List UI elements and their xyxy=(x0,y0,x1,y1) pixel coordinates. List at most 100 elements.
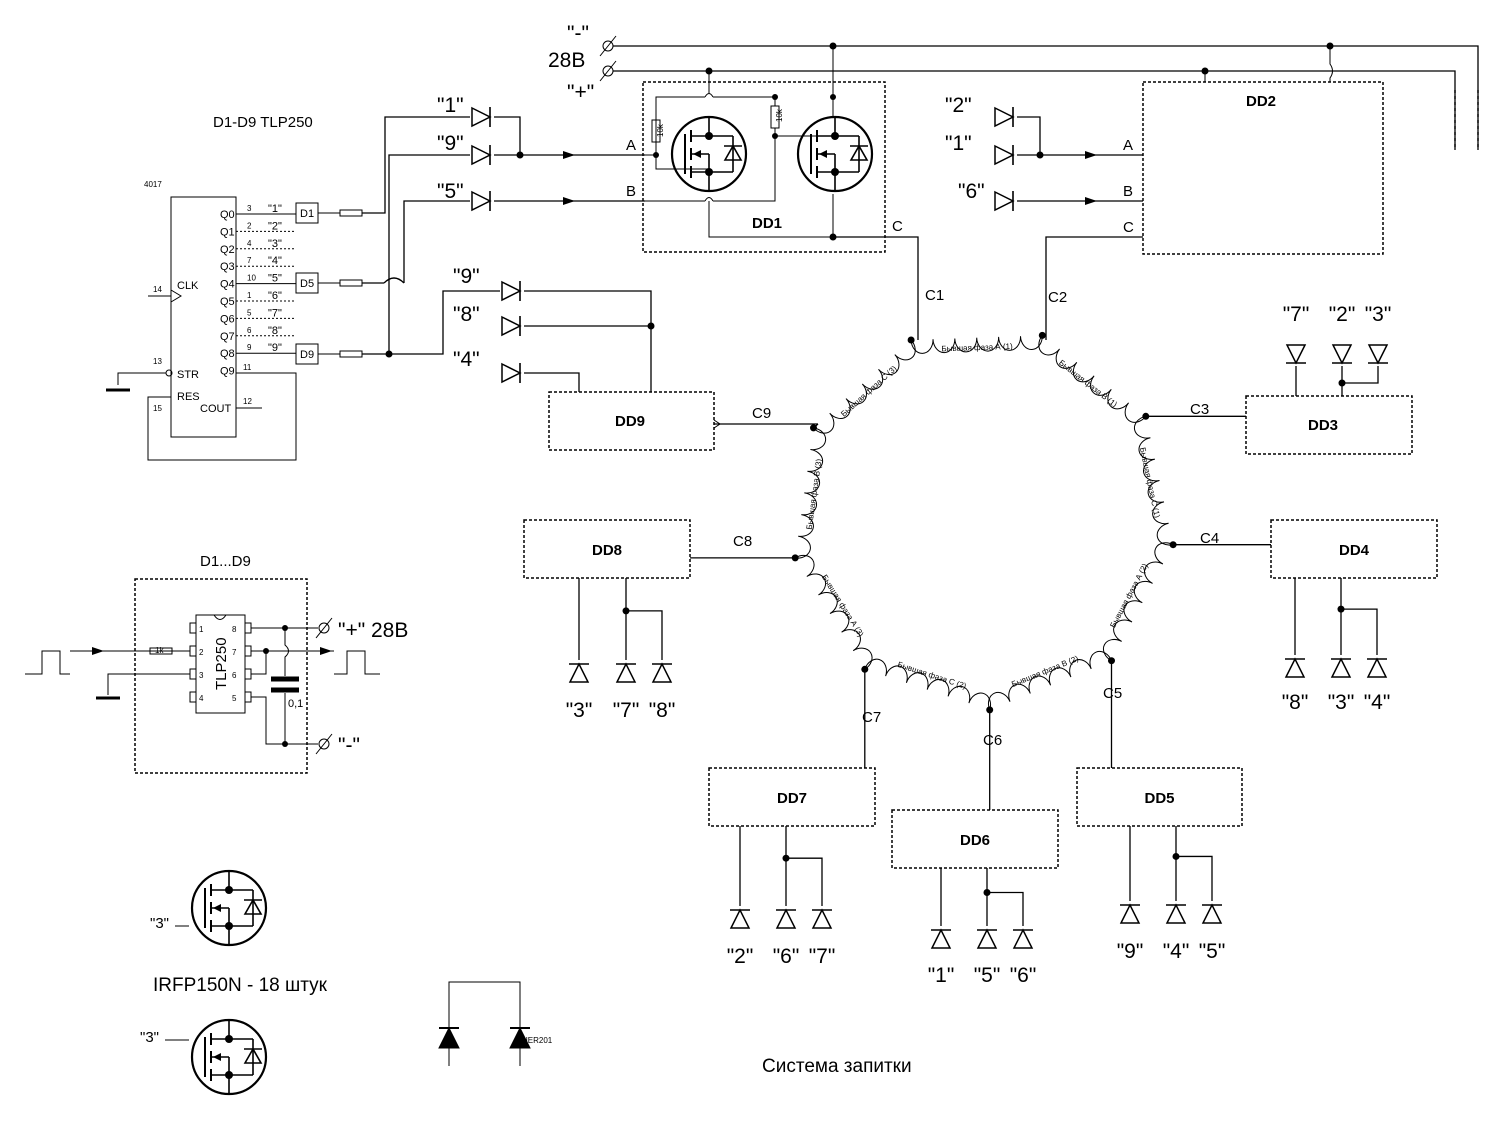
svg-text:11: 11 xyxy=(243,363,252,372)
dd7-name: DD7 xyxy=(777,790,807,807)
winding-label: Бывшая фаза А (2) xyxy=(1108,562,1150,629)
svg-text:"9": "9" xyxy=(1117,940,1144,963)
svg-text:"8": "8" xyxy=(453,303,480,326)
dd2-name: DD2 xyxy=(1246,93,1276,110)
ic-4017-body xyxy=(170,196,237,438)
mosfet-icon xyxy=(190,1018,268,1096)
winding-coil xyxy=(864,658,992,711)
svg-text:5: 5 xyxy=(232,694,237,703)
svg-text:"7": "7" xyxy=(613,699,640,722)
svg-text:C: C xyxy=(1123,219,1134,236)
svg-text:A: A xyxy=(1123,137,1133,154)
rail-minus xyxy=(613,45,1479,150)
svg-text:10k: 10k xyxy=(656,123,665,137)
dd6-box xyxy=(891,809,1059,869)
svg-text:C: C xyxy=(892,218,903,235)
node-label-c8: C8 xyxy=(733,533,752,550)
diode-icon xyxy=(1367,344,1389,364)
cell-dd8: DD8"3""7""8" xyxy=(523,519,691,722)
diode-icon xyxy=(976,929,998,949)
dd3-box xyxy=(1245,395,1413,455)
diode-icon xyxy=(1331,344,1353,364)
svg-text:"7": "7" xyxy=(268,307,282,319)
legend-gate-label-1: "3" xyxy=(150,915,169,932)
mosfet-icon xyxy=(670,115,748,193)
counter-section: D1-D9 TLP250 4017 14 CLK 13 STR RES 15 1… xyxy=(106,114,500,461)
svg-text:"3": "3" xyxy=(1365,303,1392,326)
cell-dd4: DD4"8""3""4" xyxy=(1270,519,1438,714)
legend-gate-label-2: "3" xyxy=(140,1029,159,1046)
svg-text:"4": "4" xyxy=(1163,940,1190,963)
counter-output-1: Q1 xyxy=(220,226,235,238)
svg-text:DD3: DD3 xyxy=(1308,417,1338,434)
svg-text:"9": "9" xyxy=(268,342,282,354)
winding-coil xyxy=(813,339,916,434)
counter-ic-name: 4017 xyxy=(144,180,162,189)
svg-text:"3": "3" xyxy=(268,238,282,250)
winding-coil xyxy=(910,335,1043,354)
diode-icon xyxy=(775,909,797,929)
legend: "3" IRFP150N - 18 штук "3" HER201 xyxy=(140,869,553,1096)
svg-text:B: B xyxy=(626,183,636,200)
svg-text:A: A xyxy=(626,137,636,154)
node-label-c4: C4 xyxy=(1200,530,1219,547)
svg-text:1: 1 xyxy=(199,625,204,634)
diode-icon xyxy=(1330,658,1352,678)
winding-label: Бывшая фаза А (1) xyxy=(941,342,1013,353)
winding-coil xyxy=(794,554,873,670)
str-pin-label: STR xyxy=(177,369,199,381)
cell-dd5: DD5"9""4""5" xyxy=(1076,767,1243,963)
dd4-box xyxy=(1270,519,1438,579)
diode-icon xyxy=(729,909,751,929)
node-label-c7: C7 xyxy=(862,709,881,726)
cell-dd1: DD1 10k 10k C xyxy=(642,46,919,340)
detail-minus-label: "-" xyxy=(338,734,360,757)
winding-coil xyxy=(1038,335,1147,423)
node-label-c5: C5 xyxy=(1103,685,1122,702)
diode-icon xyxy=(930,929,952,949)
dd8-box xyxy=(523,519,691,579)
svg-text:10k: 10k xyxy=(775,108,784,122)
diode-icon xyxy=(1284,658,1306,678)
svg-text:1k: 1k xyxy=(155,646,164,655)
counter-output-8: Q8 xyxy=(220,348,235,360)
stator-ring: Бывшая фаза А (1)Бывшая фаза В (1)Бывшая… xyxy=(791,331,1177,714)
ring-node xyxy=(907,336,915,344)
diode-icon xyxy=(1366,658,1388,678)
svg-text:3: 3 xyxy=(199,671,204,680)
diode-icon xyxy=(438,1026,460,1049)
diode-icon xyxy=(1201,904,1223,924)
cell-dd9: DD9 "9" "8" "4" xyxy=(453,265,818,451)
winding-coil xyxy=(987,650,1112,711)
driver-detail-title: D1...D9 xyxy=(200,553,251,570)
diode-icon xyxy=(1165,904,1187,924)
supply-voltage-label: 28В xyxy=(548,49,585,72)
dd2-box xyxy=(1142,81,1384,255)
svg-text:"5": "5" xyxy=(1199,940,1226,963)
svg-text:"7": "7" xyxy=(1283,303,1310,326)
node-label-c9: C9 xyxy=(752,405,771,422)
node-label-c6: C6 xyxy=(983,732,1002,749)
node-label-c1: C1 xyxy=(925,287,944,304)
svg-text:"4": "4" xyxy=(268,255,282,267)
cell-dd2: DD2 "2" "1" "6" A B C xyxy=(945,46,1384,340)
svg-text:D9: D9 xyxy=(300,349,314,361)
svg-text:15: 15 xyxy=(153,404,162,413)
driver-detail-box xyxy=(134,578,308,774)
counter-output-7: Q7 xyxy=(220,331,235,343)
svg-text:5: 5 xyxy=(247,308,252,317)
svg-text:"9": "9" xyxy=(437,132,464,155)
ring-node xyxy=(1038,331,1046,339)
tlp250-label: TLP250 xyxy=(213,637,230,690)
counter-output-9: Q9 xyxy=(220,366,235,378)
svg-text:"5": "5" xyxy=(974,964,1001,987)
cell-dd7: DD7"2""6""7" xyxy=(708,767,876,968)
svg-text:D5: D5 xyxy=(300,278,314,290)
svg-text:"7": "7" xyxy=(809,945,836,968)
cout-pin-label: COUT xyxy=(200,403,231,415)
mosfet-icon xyxy=(796,115,874,193)
svg-text:"6": "6" xyxy=(268,290,282,302)
counter-output-4: Q4 xyxy=(220,279,235,291)
counter-output-2: Q2 xyxy=(220,244,235,256)
